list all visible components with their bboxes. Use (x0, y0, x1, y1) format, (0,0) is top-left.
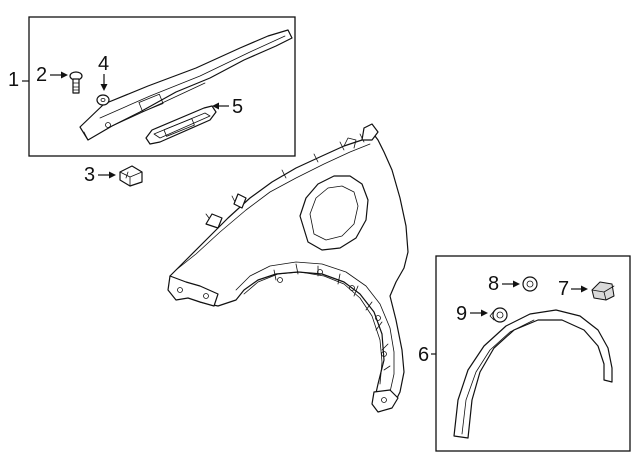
clip-7-part (591, 281, 615, 301)
front-fender (167, 123, 409, 413)
fender-molding (79, 29, 293, 141)
wheel-molding-group: 7 8 9 6 (418, 255, 631, 452)
callout-5: 5 (232, 96, 243, 118)
callout-9: 9 (456, 303, 467, 325)
callout-1: 1 (8, 69, 19, 91)
callout-7: 7 (558, 278, 569, 300)
molding-group: 1 2 4 5 (8, 16, 296, 157)
group-1-box (28, 16, 296, 157)
washer-part (96, 94, 110, 106)
grommet-9-part (489, 307, 508, 323)
nut-8-part (522, 276, 538, 292)
emblem-badge (145, 105, 217, 145)
callout-4: 4 (98, 53, 109, 75)
callout-3: 3 (84, 164, 95, 186)
bolt-part (69, 71, 83, 94)
callout-8: 8 (488, 273, 499, 295)
clip-part (119, 165, 143, 187)
callout-6: 6 (418, 344, 429, 366)
callout-2: 2 (36, 64, 47, 86)
wheel-arch-molding (453, 309, 613, 439)
